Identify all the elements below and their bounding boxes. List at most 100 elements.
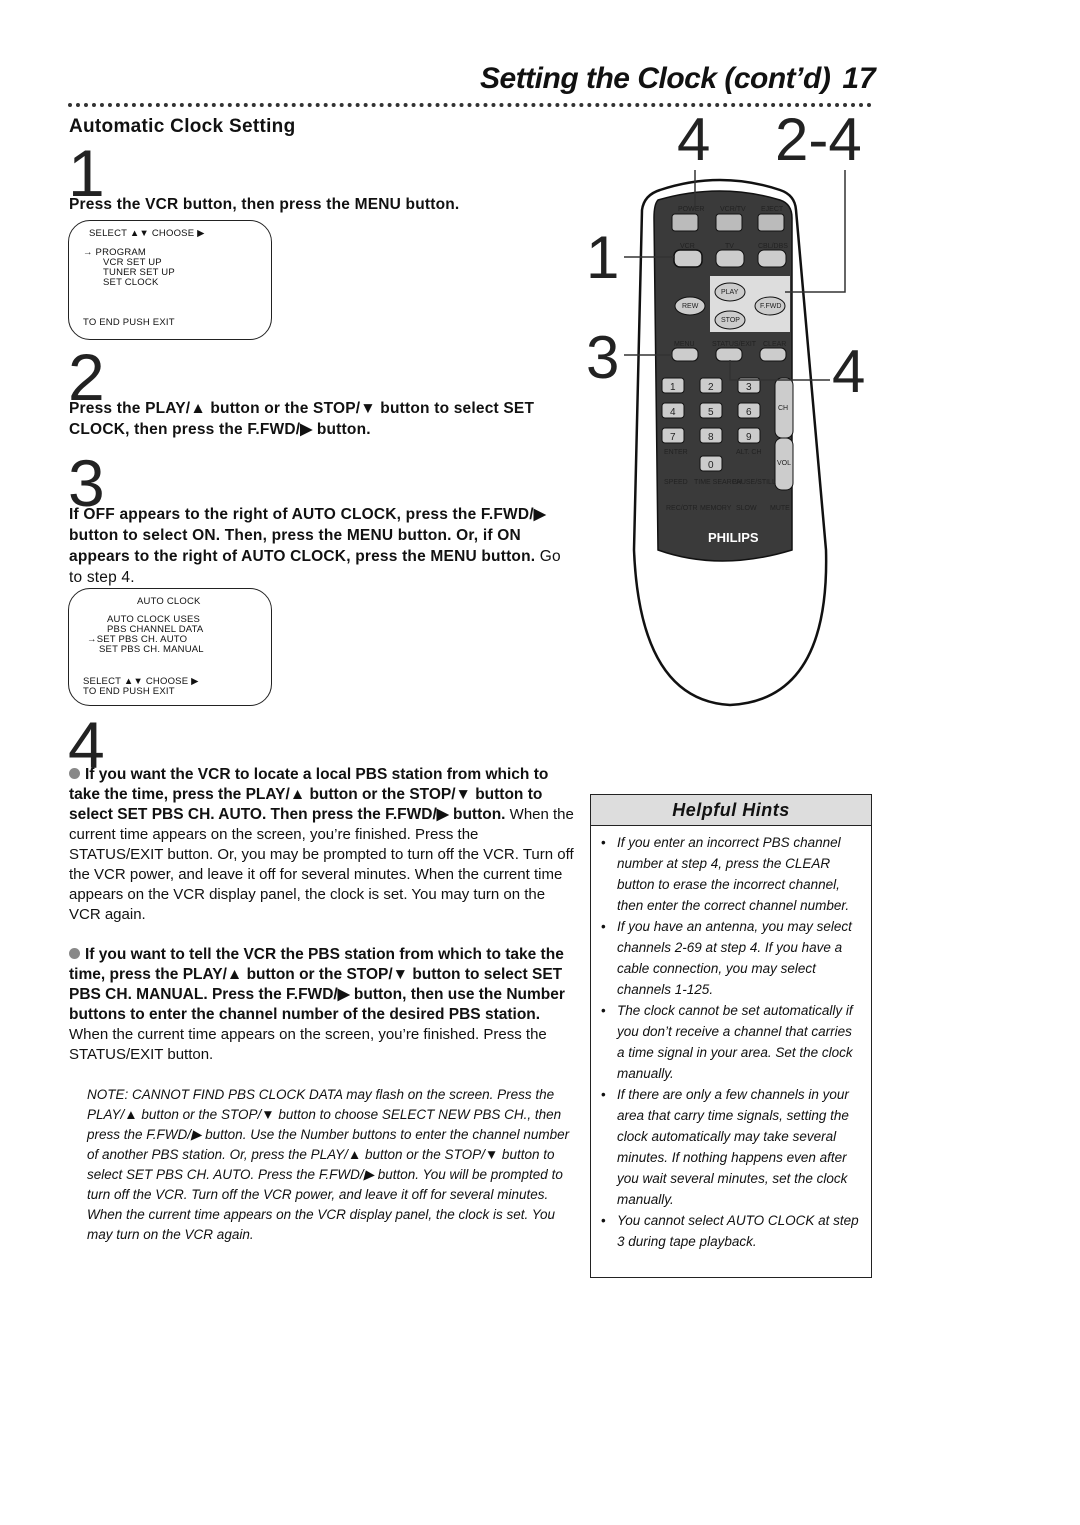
stop-label: STOP (721, 317, 740, 324)
key-3-label: 3 (746, 382, 752, 393)
key-1-label: 1 (670, 382, 676, 393)
hint-item: You cannot select AUTO CLOCK at step 3 d… (601, 1210, 863, 1252)
vcrtv-label: VCR/TV (720, 206, 746, 213)
bullet-icon (69, 948, 80, 959)
stop-button[interactable] (714, 310, 746, 330)
altch-label: ALT. CH (736, 449, 762, 456)
step-number-2: 2 (68, 340, 105, 414)
screen-footer: TO END PUSH EXIT (83, 686, 175, 697)
play-label: PLAY (721, 289, 739, 296)
step-3-tail: Go to step 4. (69, 548, 561, 586)
screen-item-program: → PROGRAM (83, 247, 147, 258)
callout-3: 3 (586, 324, 619, 391)
key-2-label: 2 (708, 382, 714, 393)
bullet-manual-text: When the current time appears on the scr… (69, 1026, 547, 1063)
screen-line-auto: →SET PBS CH. AUTO (87, 634, 188, 645)
ffwd-label: F.FWD (760, 303, 781, 310)
key-4[interactable] (661, 402, 685, 419)
key-2[interactable] (699, 377, 723, 394)
key-0[interactable] (699, 455, 723, 472)
ffwd-button[interactable] (754, 296, 786, 316)
step-4-bullet-auto: If you want the VCR to locate a local PB… (69, 765, 575, 925)
step-number-1: 1 (68, 136, 105, 210)
mute-label: MUTE (770, 505, 790, 512)
step-4-bullet-manual: If you want to tell the VCR the PBS stat… (69, 945, 575, 1065)
play-button[interactable] (714, 282, 746, 302)
key-6[interactable] (737, 402, 761, 419)
key-6-label: 6 (746, 407, 752, 418)
key-8[interactable] (699, 427, 723, 444)
hint-item: If you have an antenna, you may select c… (601, 916, 863, 1000)
section-title: Automatic Clock Setting (69, 116, 296, 137)
step-2-instruction: Press the PLAY/▲ button or the STOP/▼ bu… (69, 400, 535, 438)
tv-button[interactable] (715, 249, 745, 268)
bullet-auto-text: When the current time appears on the scr… (69, 806, 574, 923)
helpful-hints-box: Helpful Hints If you enter an incorrect … (590, 794, 872, 1278)
pausestill-label: PAUSE/STILL (732, 479, 776, 486)
page-title: Setting the Clock (cont’d) (480, 62, 831, 95)
bullet-manual-bold: If you want to tell the VCR the PBS stat… (69, 946, 565, 1023)
menu-label: MENU (674, 341, 695, 348)
key-7-label: 7 (670, 432, 676, 443)
hint-item: If there are only a few channels in your… (601, 1084, 863, 1210)
callout-1: 1 (586, 224, 619, 291)
key-0-label: 0 (708, 460, 714, 471)
vol-label: VOL (777, 460, 791, 467)
screen-line-pbs-data: PBS CHANNEL DATA (107, 624, 204, 635)
clear-button[interactable] (759, 347, 787, 362)
key-4-label: 4 (670, 407, 676, 418)
screen-footer: TO END PUSH EXIT (83, 317, 175, 328)
key-5-label: 5 (708, 407, 714, 418)
tv-screen-menu: SELECT ▲▼ CHOOSE ▶ → PROGRAM VCR SET UP … (68, 220, 272, 340)
step-4-note: NOTE: CANNOT FIND PBS CLOCK DATA may fla… (87, 1087, 570, 1242)
speed-label: SPEED (664, 479, 688, 486)
key-8-label: 8 (708, 432, 714, 443)
power-button[interactable] (671, 213, 699, 232)
clear-label: CLEAR (763, 341, 786, 348)
bullet-auto-bold: If you want the VCR to locate a local PB… (69, 766, 549, 823)
philips-logo: PHILIPS (708, 530, 759, 545)
ch-label: CH (778, 405, 788, 412)
number-keypad (661, 377, 761, 472)
rew-button[interactable] (674, 296, 706, 316)
screen-select-line: SELECT ▲▼ CHOOSE ▶ (83, 676, 199, 687)
screen-item-tuner-setup: TUNER SET UP (103, 267, 175, 278)
callout-2-4: 2-4 (775, 110, 862, 173)
tv-screen-auto-clock: AUTO CLOCK AUTO CLOCK USES PBS CHANNEL D… (68, 588, 272, 706)
status-exit-button[interactable] (715, 347, 743, 362)
memory-label: MEMORY (700, 505, 732, 512)
vcr-button[interactable] (673, 249, 703, 268)
callout-4-right: 4 (832, 338, 865, 405)
volume-rocker[interactable] (774, 437, 794, 491)
screen-select-line: SELECT ▲▼ CHOOSE ▶ (89, 228, 205, 239)
hints-list: If you enter an incorrect PBS channel nu… (591, 826, 871, 1252)
screen-item-set-clock: SET CLOCK (103, 277, 159, 288)
cbldbs-button[interactable] (757, 249, 787, 268)
vcrtv-button[interactable] (715, 213, 743, 232)
bullet-icon (69, 768, 80, 779)
key-7[interactable] (661, 427, 685, 444)
timesearch-label: TIME SEARCH (694, 479, 742, 486)
hint-item: If you enter an incorrect PBS channel nu… (601, 832, 863, 916)
rew-label: REW (682, 303, 699, 310)
page-header: Setting the Clock (cont’d) 17 (480, 62, 876, 96)
key-5[interactable] (699, 402, 723, 419)
status-label: STATUS/EXIT (712, 341, 757, 348)
screen-auto-clock-title: AUTO CLOCK (137, 596, 201, 607)
step-number-3: 3 (68, 446, 105, 520)
screen-item-vcr-setup: VCR SET UP (103, 257, 162, 268)
dotted-divider (68, 103, 872, 107)
step-number-4: 4 (68, 708, 105, 782)
callout-4-top: 4 (677, 110, 710, 173)
menu-button[interactable] (671, 347, 699, 362)
power-label: POWER (678, 206, 704, 213)
page-number: 17 (842, 62, 876, 95)
key-3[interactable] (737, 377, 761, 394)
cbldbs-label-text: CBL/DBS (758, 243, 788, 250)
step-3-bold: If OFF appears to the right of AUTO CLOC… (69, 506, 546, 565)
key-1[interactable] (661, 377, 685, 394)
eject-label: EJECT (761, 206, 784, 213)
eject-button[interactable] (757, 213, 785, 232)
keypad-labels: 1 2 3 4 5 6 7 8 9 0 (670, 382, 752, 471)
key-9[interactable] (737, 427, 761, 444)
